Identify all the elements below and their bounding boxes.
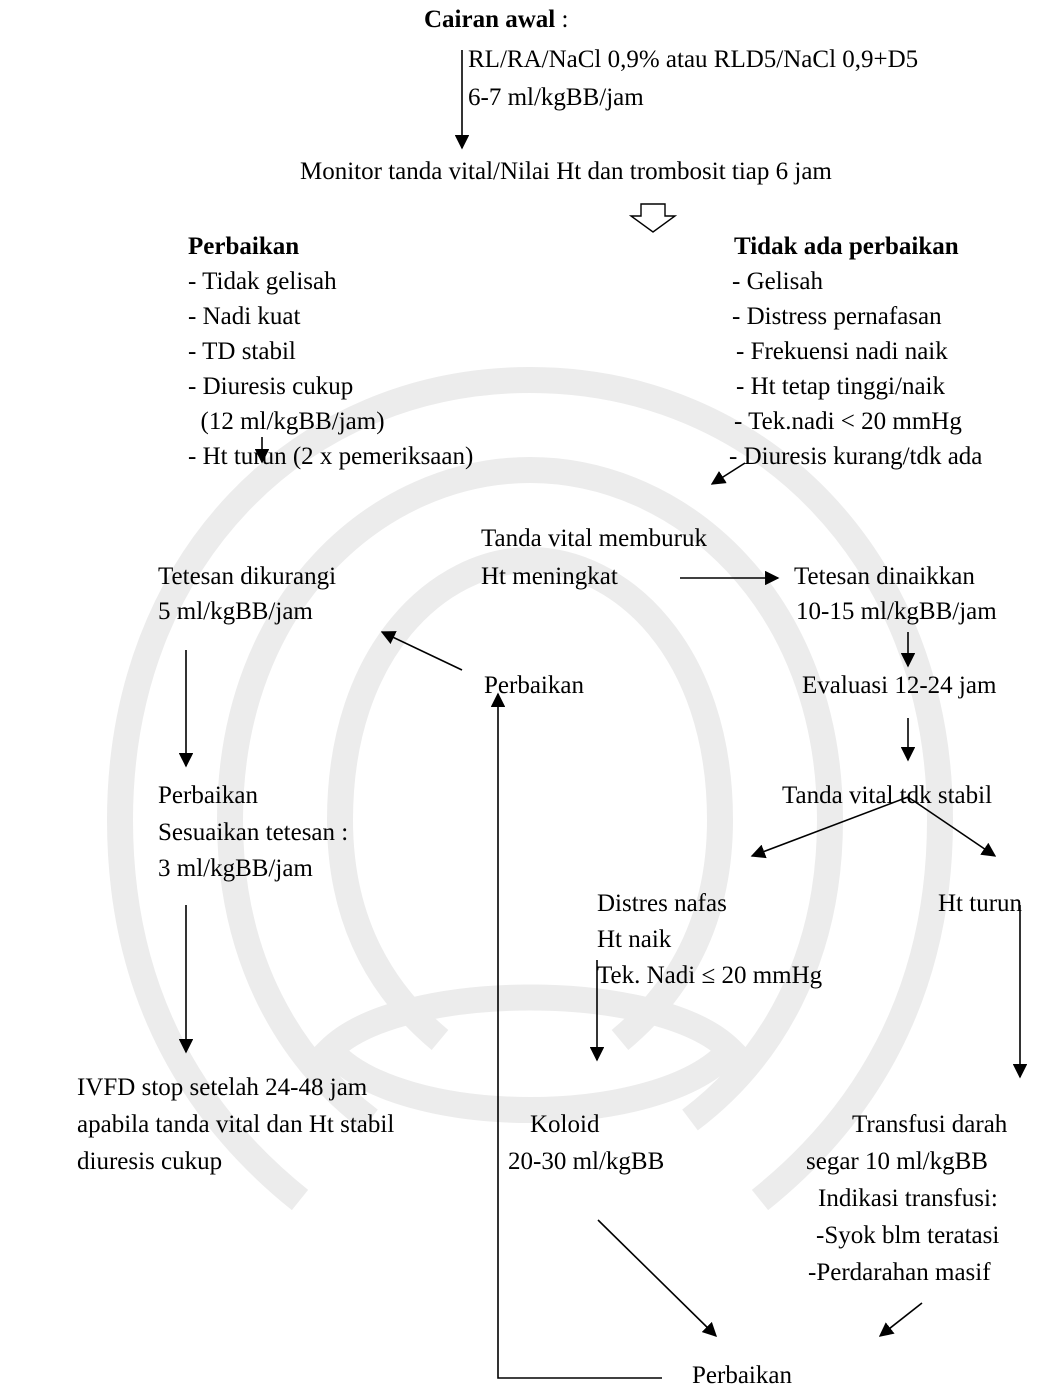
increase-rate: 10-15 ml/kgBB/jam — [796, 594, 997, 629]
improved-item: (12 ml/kgBB/jam) — [188, 404, 385, 439]
not-improved-item: - Frekuensi nadi naik — [736, 334, 948, 369]
hollow-down-arrow-icon — [631, 204, 675, 232]
arrow-bottom-back-to-perbaikan — [498, 694, 662, 1378]
improved-item: - Ht turun (2 x pemeriksaan) — [188, 439, 473, 474]
improved-title: Perbaikan — [188, 229, 299, 264]
distress-pulse-pressure: Tek. Nadi ≤ 20 mmHg — [597, 958, 822, 993]
not-improved-item: - Gelisah — [732, 264, 823, 299]
distress-title: Distres nafas — [597, 886, 727, 921]
perbaikan-bottom: Perbaikan — [692, 1358, 792, 1393]
arrow-colloid-to-perbaikan — [598, 1220, 716, 1336]
start-title-suffix: : — [555, 6, 568, 33]
not-improved-item: - Distress pernafasan — [732, 299, 942, 334]
improved-item: - Diuresis cukup — [188, 369, 353, 404]
start-title: Cairan awal — [424, 6, 555, 33]
evaluation-step: Evaluasi 12-24 jam — [802, 668, 996, 703]
not-improved-item: - Diuresis kurang/tdk ada — [729, 439, 982, 474]
transfusion-title: Transfusi darah — [852, 1107, 1007, 1142]
worsen-ht: Ht meningkat — [481, 559, 618, 594]
colloid-title: Koloid — [530, 1107, 599, 1142]
transfusion-indication: -Syok blm teratasi — [816, 1218, 999, 1253]
arrow-transfusion-to-perbaikan — [880, 1303, 922, 1336]
stop-line2: apabila tanda vital dan Ht stabil — [77, 1107, 394, 1142]
transfusion-indication-title: Indikasi transfusi: — [818, 1181, 998, 1216]
not-improved-item: - Tek.nadi < 20 mmHg — [734, 404, 962, 439]
worsen-vitals: Tanda vital memburuk — [481, 521, 707, 556]
adjust-title: Perbaikan — [158, 778, 258, 813]
reduce-rate: 5 ml/kgBB/jam — [158, 594, 313, 629]
increase-title: Tetesan dinaikkan — [794, 559, 975, 594]
stop-line1: IVFD stop setelah 24-48 jam — [77, 1070, 367, 1105]
start-rate: 6-7 ml/kgBB/jam — [468, 80, 644, 115]
unstable-vitals: Tanda vital tdk stabil — [782, 778, 992, 813]
not-improved-title: Tidak ada perbaikan — [734, 229, 959, 264]
start-heading: Cairan awal : — [424, 2, 568, 37]
colloid-dose: 20-30 ml/kgBB — [508, 1144, 664, 1179]
stop-line3: diuresis cukup — [77, 1144, 222, 1179]
monitor-step: Monitor tanda vital/Nilai Ht dan trombos… — [300, 154, 832, 189]
distress-ht: Ht naik — [597, 922, 671, 957]
arrow-perbaikan-to-reduce — [382, 632, 462, 670]
reduce-title: Tetesan dikurangi — [158, 559, 336, 594]
transfusion-indication: -Perdarahan masif — [808, 1255, 991, 1290]
start-fluids: RL/RA/NaCl 0,9% atau RLD5/NaCl 0,9+D5 — [468, 42, 918, 77]
not-improved-item: - Ht tetap tinggi/naik — [736, 369, 945, 404]
transfusion-dose: segar 10 ml/kgBB — [806, 1144, 988, 1179]
ht-down: Ht turun — [938, 886, 1022, 921]
perbaikan-middle: Perbaikan — [484, 668, 584, 703]
improved-item: - Nadi kuat — [188, 299, 300, 334]
improved-item: - TD stabil — [188, 334, 296, 369]
adjust-label: Sesuaikan tetesan : — [158, 815, 348, 850]
adjust-rate: 3 ml/kgBB/jam — [158, 851, 313, 886]
improved-item: - Tidak gelisah — [188, 264, 337, 299]
